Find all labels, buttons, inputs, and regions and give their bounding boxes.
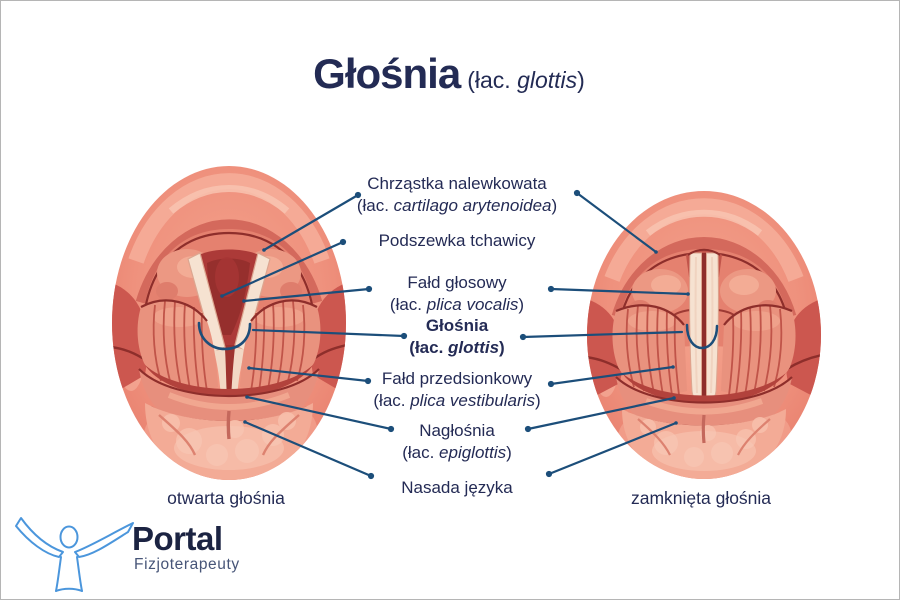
label-trachea-lining: Podszewka tchawicy (379, 230, 536, 252)
label-latin-term: cartilago arytenoidea (393, 196, 552, 215)
leader-line-epiglottis-left (245, 395, 395, 433)
label-name: Głośnia (425, 316, 489, 335)
glottis-span-bracket (685, 323, 719, 350)
label-latin-term: plica vestibularis (410, 391, 535, 410)
caption-open-glottis: otwarta głośnia (167, 488, 285, 508)
leader-line-vestibular-fold-left (247, 366, 372, 385)
label-latin-term: epiglottis (439, 443, 507, 462)
page-title: Głośnia(łac. glottis) (313, 51, 585, 107)
leader-line-arytenoid-left (262, 191, 362, 252)
label-latin: (łac. cartilago arytenoidea) (357, 195, 557, 217)
leader-line-tongue-base-right (545, 421, 678, 478)
caption-closed-glottis: zamknięta głośnia (630, 488, 772, 508)
label-latin-prefix: (łac. (409, 338, 449, 357)
leader-line-vocal-fold-right (547, 285, 690, 296)
label-latin-suffix: ) (499, 338, 505, 357)
physiotherapist-figure-icon (15, 517, 134, 592)
label-latin-suffix: ) (518, 295, 525, 314)
label-name: Chrząstka nalewkowata (367, 174, 547, 193)
label-latin-suffix: ) (506, 443, 512, 462)
leader-line-epiglottis-right (524, 396, 676, 433)
leader-line-glottis-left (251, 328, 408, 340)
title-latin-prefix: (łac. (467, 67, 518, 93)
tongue-base (622, 409, 786, 479)
leader-line-vocal-fold-left (242, 285, 373, 303)
leader-lines (220, 189, 690, 480)
leader-line-tongue-base-left (243, 420, 375, 480)
label-vestibular-fold: Fałd przedsionkowy (łac. plica vestibula… (373, 368, 540, 412)
label-name: Nagłośnia (419, 421, 495, 440)
logo-subtitle-text: Fizjoterapeuty (134, 556, 240, 573)
title-latin-term: glottis (517, 67, 578, 93)
vocal-folds-closed (687, 248, 721, 404)
leader-line-arytenoid-right (573, 189, 658, 254)
leader-line-glottis-right (519, 330, 684, 341)
label-latin: (łac. plica vocalis) (390, 294, 524, 316)
label-glottis: Głośnia (łac. glottis) (409, 315, 504, 359)
label-name: Fałd przedsionkowy (381, 369, 533, 388)
label-latin-prefix: (łac. (402, 443, 440, 462)
muscle-striations (625, 304, 783, 396)
label-latin: (łac. plica vestibularis) (373, 390, 540, 412)
figure-open-glottis (112, 166, 346, 480)
label-name: Fałd głosowy (407, 273, 507, 292)
infraglottic-shadow (622, 373, 786, 403)
label-latin-term: plica vocalis (426, 295, 519, 314)
leader-line-trachea-lining (220, 238, 347, 298)
label-latin-suffix: ) (551, 196, 558, 215)
title-latin: (łac. glottis) (467, 67, 585, 93)
label-latin-suffix: ) (534, 391, 541, 410)
label-epiglottis: Nagłośnia (łac. epiglottis) (402, 420, 512, 464)
label-name: Podszewka tchawicy (378, 231, 536, 250)
laryngeal-muscles (612, 304, 796, 396)
label-latin: (łac. epiglottis) (402, 442, 512, 464)
title-main: Głośnia (313, 50, 461, 97)
title-latin-suffix: ) (577, 67, 585, 93)
tongue-base (145, 403, 313, 480)
label-latin: (łac. glottis) (409, 337, 504, 359)
label-arytenoid-cartilage: Chrząstka nalewkowata (łac. cartilago ar… (357, 173, 557, 217)
label-latin-term: glottis (448, 338, 500, 357)
pharyngeal-side-walls (112, 283, 346, 395)
glottis-span-bracket (197, 321, 252, 351)
label-vocal-fold: Fałd głosowy (łac. plica vocalis) (390, 272, 524, 316)
label-tongue-base: Nasada języka (401, 477, 513, 499)
label-latin-prefix: (łac. (373, 391, 411, 410)
leader-line-vestibular-fold-right (547, 365, 675, 388)
brand-logo: Portal Fizjoterapeuty (1, 506, 261, 596)
label-latin-prefix: (łac. (389, 295, 427, 314)
infraglottic-shadow (145, 365, 313, 397)
figure-closed-glottis (587, 191, 821, 479)
vestibule-outline (141, 231, 317, 350)
label-name: Nasada języka (401, 478, 513, 497)
label-latin-prefix: (łac. (356, 196, 394, 215)
logo-brand-text: Portal (132, 520, 223, 557)
